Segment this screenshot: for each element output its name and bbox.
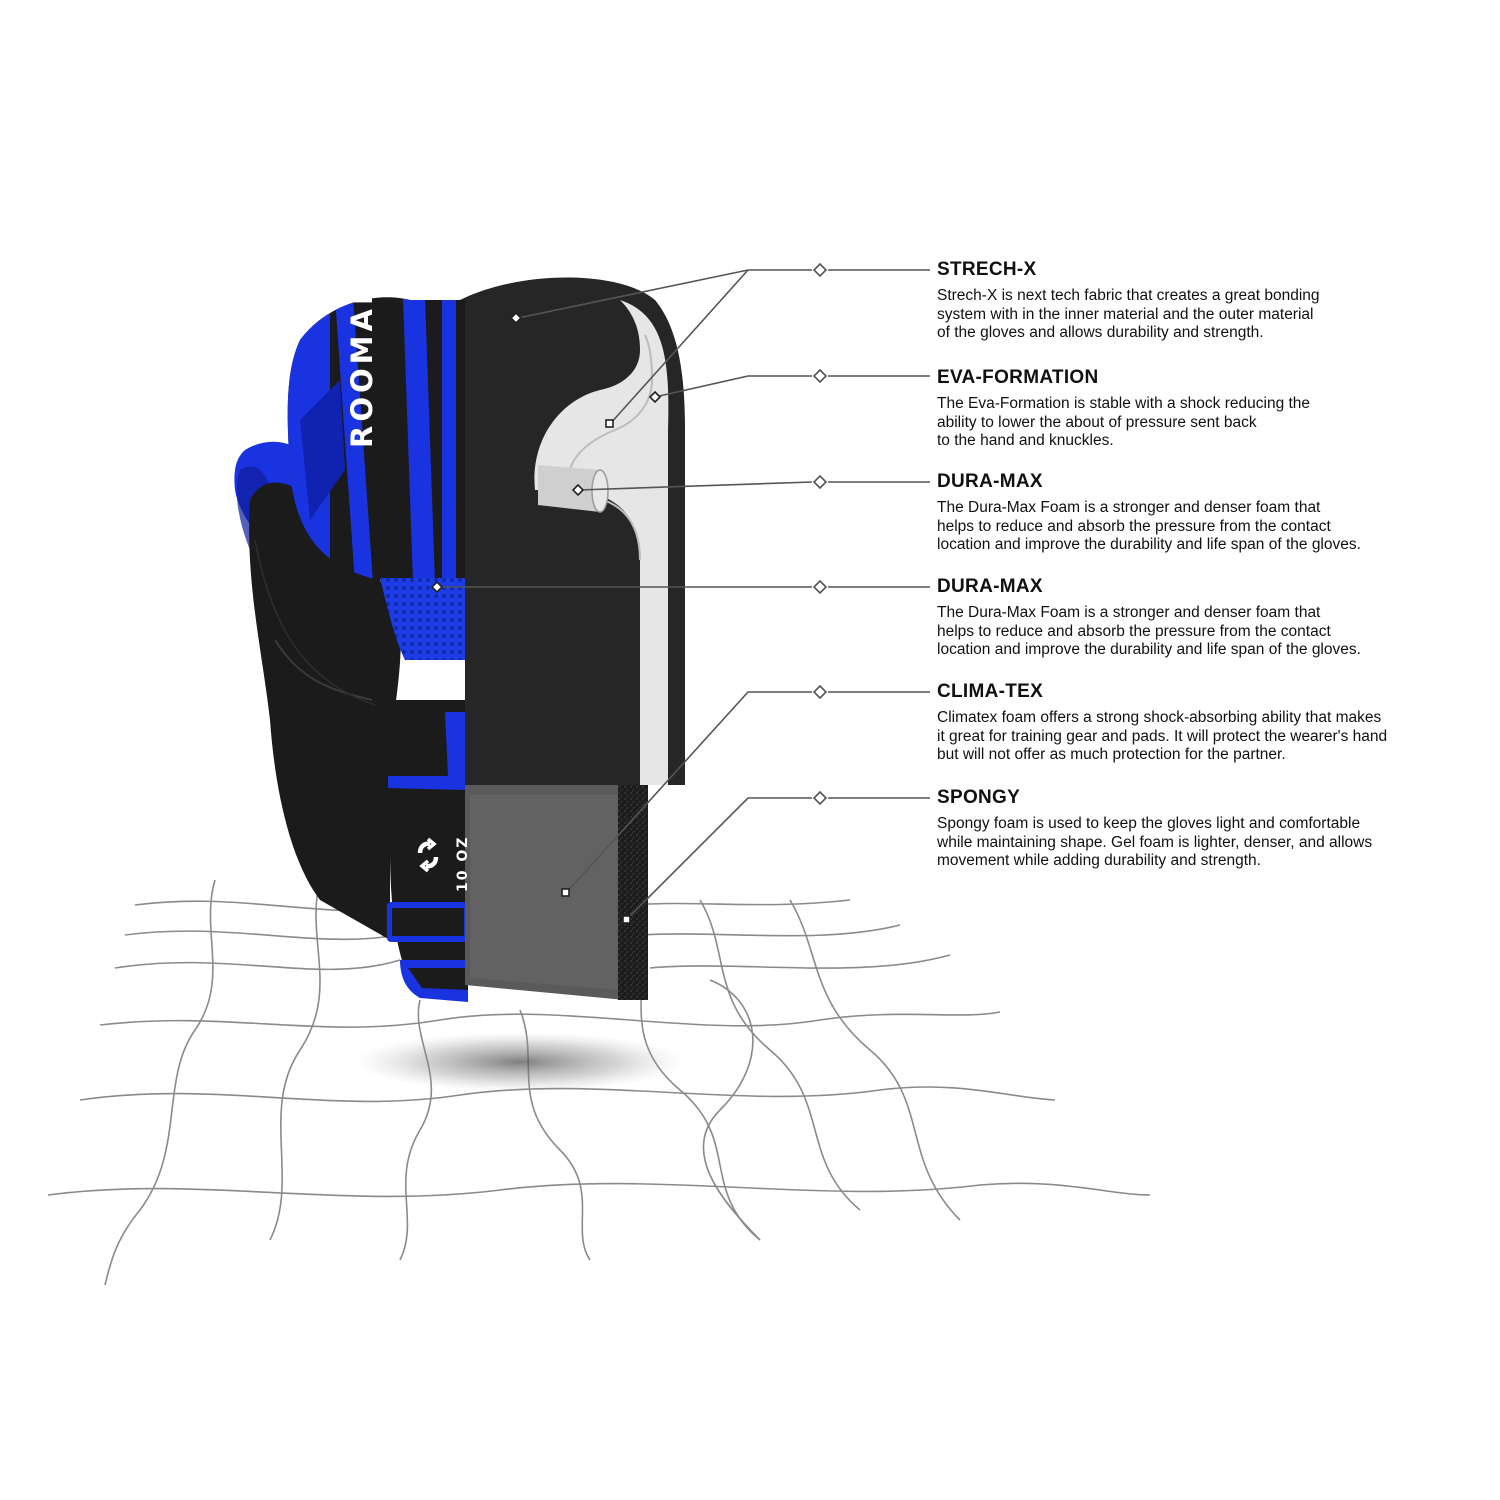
weight-text: 10 OZ xyxy=(455,836,471,892)
endpoint-markers xyxy=(430,311,662,924)
callout-description: Climatex foam offers a strong shock-abso… xyxy=(937,709,1388,763)
mesh-panel xyxy=(380,578,470,660)
callout-title: STRECH-X xyxy=(937,259,1037,280)
callout-title: SPONGY xyxy=(937,787,1021,808)
callout-dura-max-2: DURA-MAX The Dura-Max Foam is a stronger… xyxy=(937,576,1477,660)
brand-text: ROOMAIF xyxy=(345,266,379,448)
callout-description: The Dura-Max Foam is a stronger and dens… xyxy=(937,499,1361,553)
callout-clima-tex: CLIMA-TEX Climatex foam offers a strong … xyxy=(937,681,1477,765)
boxing-glove: ROOMAIF 10 OZ xyxy=(234,266,685,1002)
callout-title: DURA-MAX xyxy=(937,471,1043,492)
callout-description: The Eva-Formation is stable with a shock… xyxy=(937,395,1311,449)
leader-lines xyxy=(437,269,930,921)
glove-shadow xyxy=(355,1032,685,1092)
callout-spongy: SPONGY Spongy foam is used to keep the g… xyxy=(937,787,1477,871)
callout-dura-max-1: DURA-MAX The Dura-Max Foam is a stronger… xyxy=(937,471,1477,555)
refresh-arrows-icon xyxy=(417,837,439,873)
glove-palm xyxy=(249,482,401,940)
callout-description: Spongy foam is used to keep the gloves l… xyxy=(937,815,1373,869)
callout-description: Strech-X is next tech fabric that create… xyxy=(937,287,1320,341)
floor-net xyxy=(47,879,1151,1286)
callout-title: DURA-MAX xyxy=(937,576,1043,597)
spongy-layer xyxy=(618,785,648,1000)
strap-top xyxy=(388,712,465,790)
callout-eva-formation: EVA-FORMATION The Eva-Formation is stabl… xyxy=(937,367,1477,451)
leader-markers xyxy=(812,262,828,806)
callout-strech-x: STRECH-X Strech-X is next tech fabric th… xyxy=(937,259,1477,343)
callout-description: The Dura-Max Foam is a stronger and dens… xyxy=(937,604,1361,658)
duramax-tube xyxy=(538,465,600,512)
callout-title: CLIMA-TEX xyxy=(937,681,1044,702)
eva-layer xyxy=(534,300,669,785)
callout-title: EVA-FORMATION xyxy=(937,367,1099,388)
